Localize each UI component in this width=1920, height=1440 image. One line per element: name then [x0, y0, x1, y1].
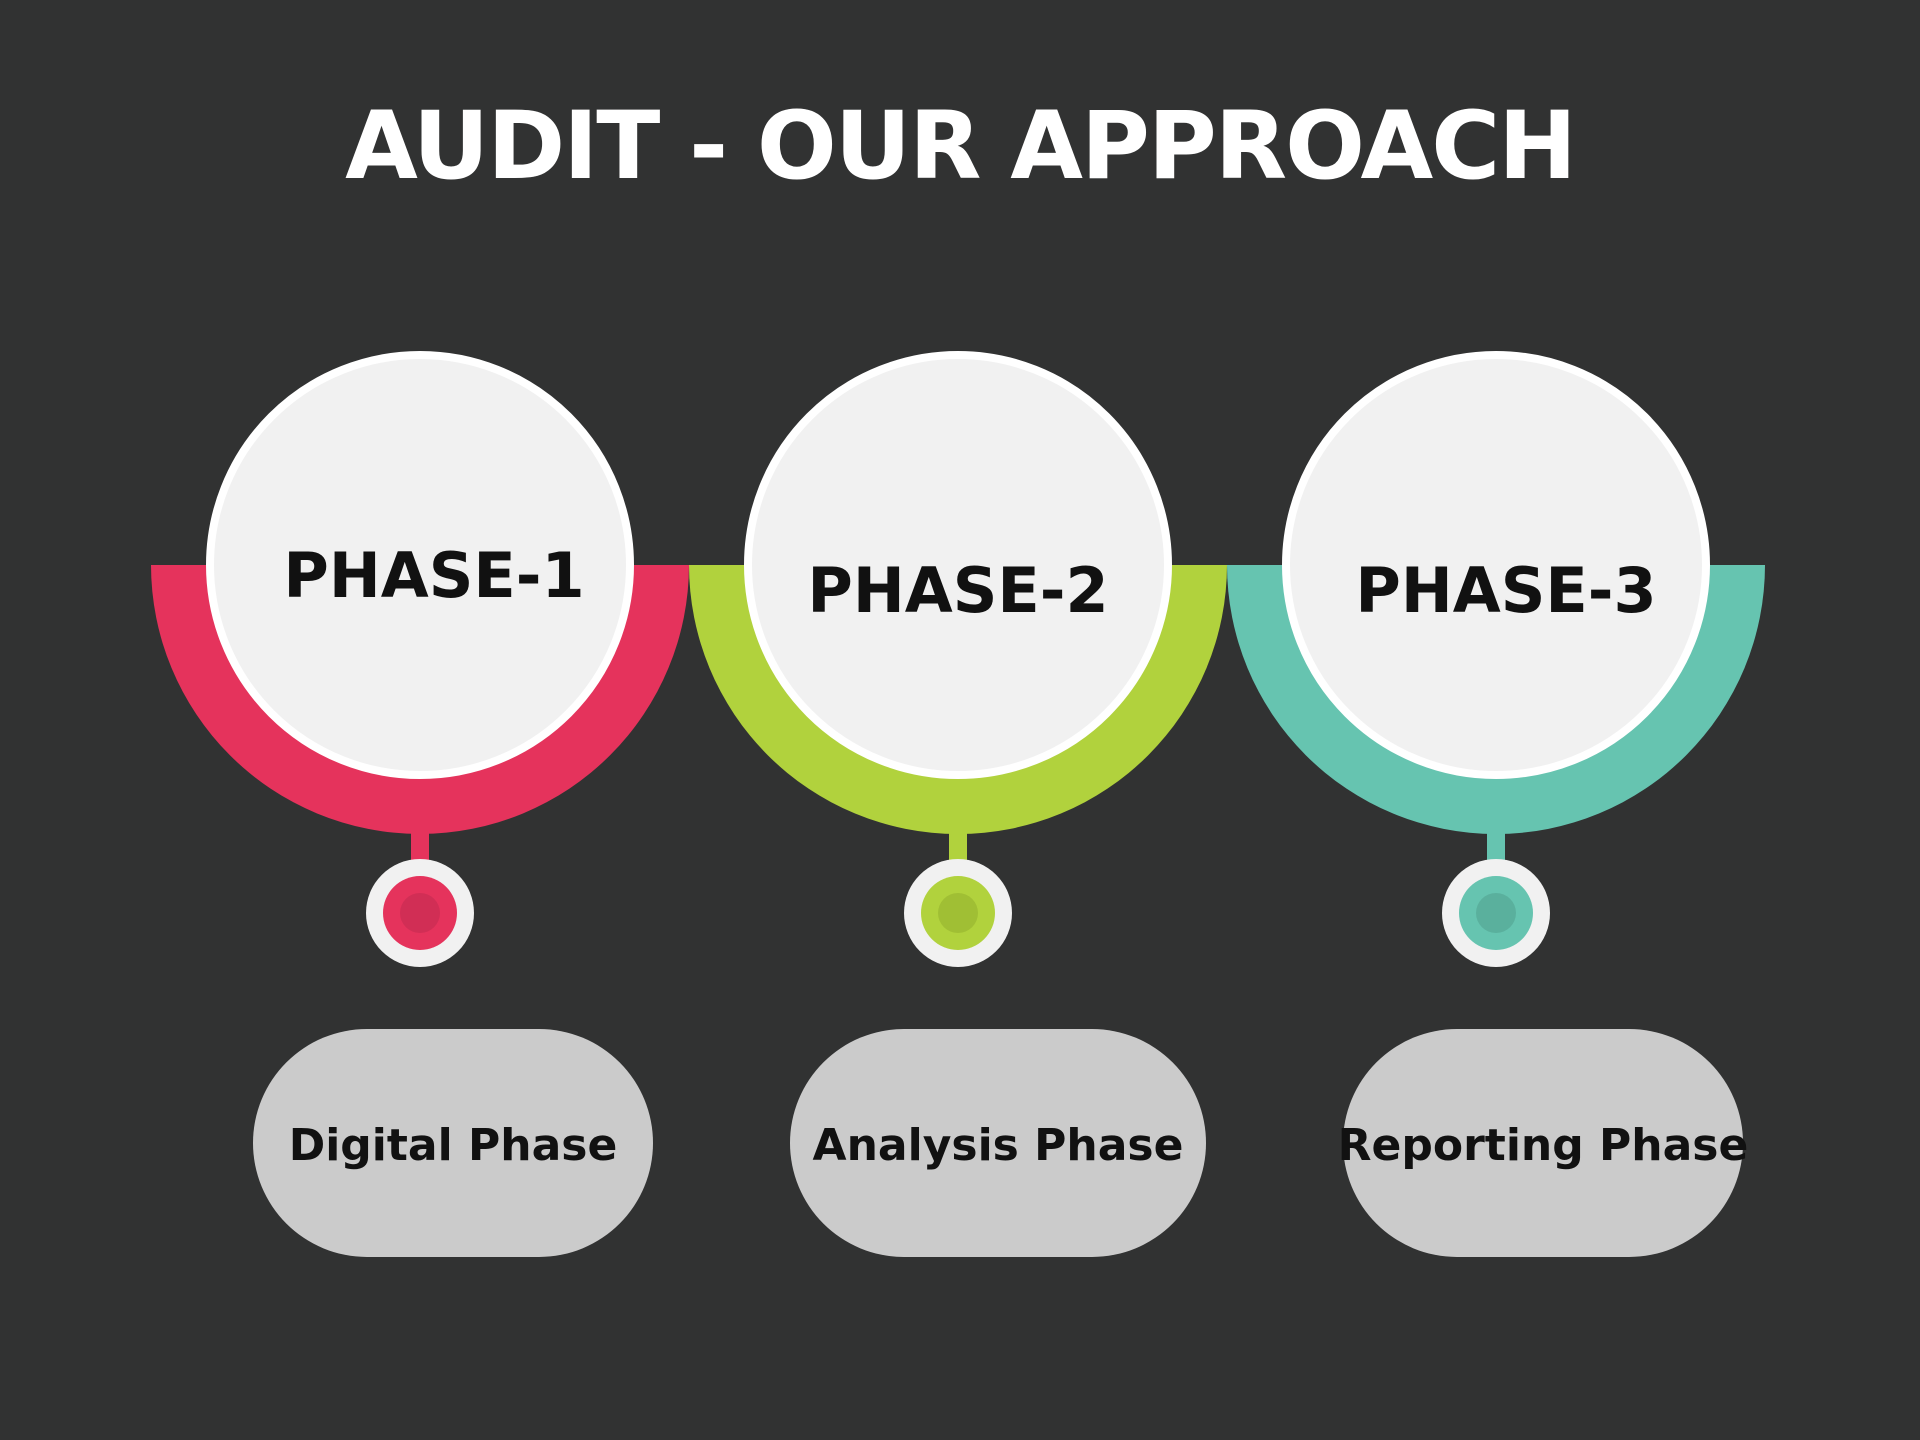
phase-2-marker-center	[938, 893, 978, 933]
phase-1-marker-center	[400, 893, 440, 933]
phase-3-caption: Reporting Phase	[1338, 1120, 1749, 1171]
page-title: AUDIT - OUR APPROACH	[345, 92, 1577, 201]
phase-1-label: PHASE-1	[283, 539, 584, 612]
phase-3-group: PHASE-3 Reporting Phase	[1227, 351, 1765, 1257]
phase-2-caption-pill	[790, 1029, 1206, 1257]
phase-3-marker-center	[1476, 893, 1516, 933]
phase-2-caption: Analysis Phase	[813, 1120, 1184, 1171]
phase-3-label: PHASE-3	[1355, 554, 1656, 627]
phase-3-circle	[1282, 351, 1710, 779]
phase-2-group: PHASE-2 Analysis Phase	[689, 351, 1227, 1257]
phase-3-caption-pill	[1343, 1029, 1743, 1257]
phase-1-group: PHASE-1 Digital Phase	[151, 351, 689, 1257]
phase-1-caption: Digital Phase	[289, 1120, 618, 1171]
phase-1-caption-pill	[253, 1029, 653, 1257]
phase-2-label: PHASE-2	[807, 554, 1108, 627]
phase-1-circle	[206, 351, 634, 779]
phase-2-circle	[744, 351, 1172, 779]
